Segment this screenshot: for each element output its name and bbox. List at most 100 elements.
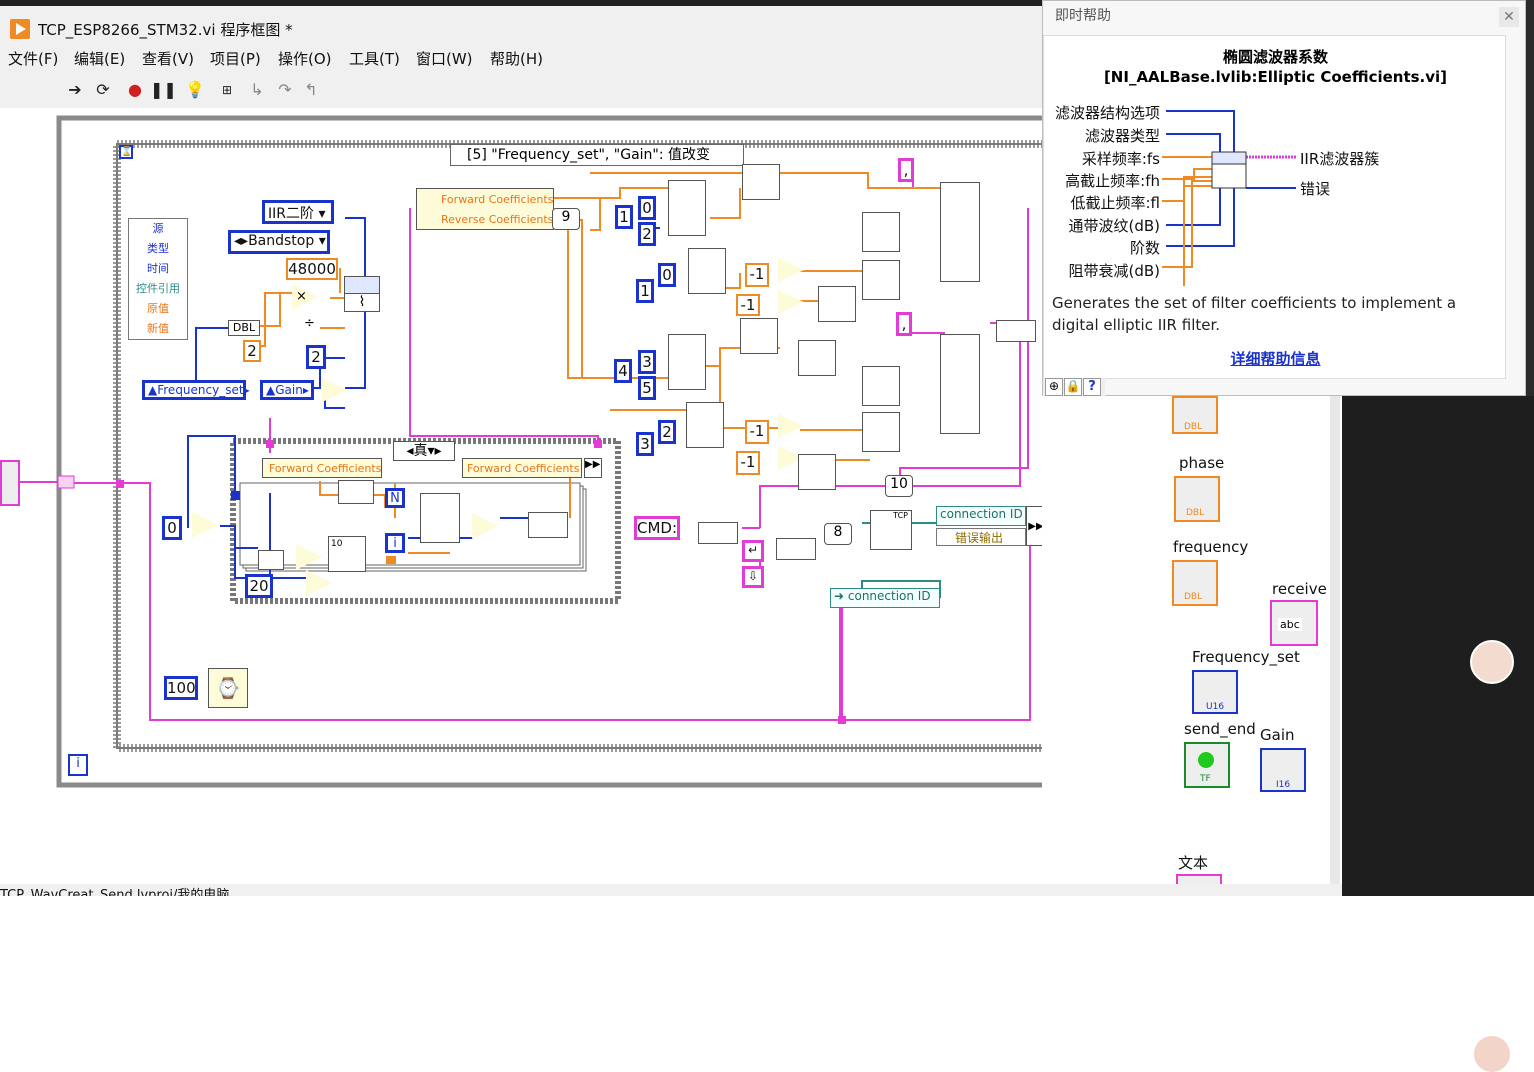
left-edge-terminal[interactable] <box>0 460 20 506</box>
abort-icon[interactable]: ● <box>128 80 142 99</box>
block-diagram[interactable]: ⌛ [5] "Frequency_set", "Gain": 值改变 源 类型 … <box>0 108 1276 896</box>
const-neg1-c[interactable]: -1 <box>745 420 769 444</box>
connection-id-unbundle[interactable]: connection ID <box>936 506 1026 526</box>
const-2-blue[interactable]: 2 <box>306 345 326 369</box>
gain-local[interactable]: ▲Gain▸ <box>260 380 314 400</box>
comma-const-1[interactable]: , <box>898 158 914 182</box>
menu-project[interactable]: 项目(P) <box>210 50 261 68</box>
const-neg1-b[interactable]: -1 <box>736 294 760 316</box>
event-case-selector[interactable]: [5] "Frequency_set", "Gain": 值改变 <box>450 144 744 166</box>
idx-const-1b[interactable]: 1 <box>636 279 654 303</box>
unbundle-forward-coeff-inner[interactable]: Forward Coefficients <box>262 458 382 478</box>
divide-node-inner[interactable] <box>306 570 332 596</box>
const-2-orange[interactable]: 2 <box>243 340 261 362</box>
idx-const-0b[interactable]: 0 <box>658 263 676 287</box>
error-out-unbundle[interactable]: 错误输出 <box>936 528 1026 546</box>
format-number-4[interactable] <box>818 286 856 322</box>
concatenate-strings-3[interactable] <box>996 320 1036 342</box>
concatenate-cmd[interactable] <box>698 522 738 544</box>
event-timeout-terminal[interactable]: ⌛ <box>119 145 133 159</box>
power-node[interactable]: 10 <box>328 536 366 572</box>
crlf-const-2[interactable]: ⇩ <box>742 566 764 588</box>
idx-const-1[interactable]: 1 <box>615 205 633 229</box>
concatenate-strings-2[interactable] <box>940 334 980 434</box>
idx-const-0[interactable]: 0 <box>638 196 656 220</box>
subtract-node[interactable] <box>296 544 322 570</box>
menu-tools[interactable]: 工具(T) <box>349 50 400 68</box>
idx-const-5[interactable]: 5 <box>638 376 656 400</box>
format-number-9[interactable] <box>798 454 836 490</box>
crlf-const-1[interactable]: ↵ <box>742 540 764 562</box>
format-number-6[interactable] <box>798 340 836 376</box>
format-number-8[interactable] <box>862 412 900 452</box>
elliptic-coefficients-vi[interactable]: ⌇ <box>344 276 380 312</box>
help-close-button[interactable]: ✕ <box>1499 7 1519 27</box>
run-continuous-icon[interactable]: ⟳ <box>96 80 110 99</box>
event-data-node[interactable]: 源 类型 时间 控件引用 原值 新值 <box>128 218 188 340</box>
cmd-const[interactable]: CMD: <box>634 516 680 540</box>
comma-const-2[interactable]: , <box>896 312 912 336</box>
format-number-7[interactable] <box>862 366 900 406</box>
dbl-terminal-top[interactable]: DBL <box>1172 396 1218 434</box>
format-number-2[interactable] <box>862 212 900 252</box>
menu-help[interactable]: 帮助(H) <box>490 50 543 68</box>
build-array-node[interactable] <box>322 378 348 402</box>
connection-id-local[interactable]: ➜ connection ID <box>830 588 940 608</box>
filter-type-enum[interactable]: ◂▸Bandstop ▾ <box>228 230 330 254</box>
frequency-set-slider-terminal[interactable]: U16 <box>1192 670 1238 714</box>
multiply-a[interactable] <box>778 258 804 282</box>
step-over-icon[interactable]: ↷ <box>278 80 292 99</box>
highlight-execution-icon[interactable]: 💡 <box>185 80 205 99</box>
to-dbl-node[interactable]: DBL <box>228 320 260 336</box>
const-0[interactable]: 0 <box>162 516 182 540</box>
pause-icon[interactable]: ❚❚ <box>150 80 177 99</box>
send-end-led-terminal[interactable]: TF <box>1184 742 1230 788</box>
index-array-3[interactable] <box>668 334 706 390</box>
step-out-icon[interactable]: ↰ <box>304 80 318 99</box>
bundle-forward-coeff[interactable]: Forward Coefficients <box>462 458 582 478</box>
format-number-1[interactable] <box>742 164 780 200</box>
help-lock-icon[interactable]: 🔒 <box>1064 378 1082 396</box>
const-neg1-d[interactable]: -1 <box>736 451 760 475</box>
wait-ms-const[interactable]: 100 <box>164 676 198 700</box>
greater-than-node[interactable] <box>192 512 218 538</box>
help-detail-link[interactable]: 详细帮助信息 <box>1230 350 1321 368</box>
const-20[interactable]: 20 <box>245 574 273 598</box>
step-into-icon[interactable]: ↳ <box>250 80 264 99</box>
negate-node[interactable] <box>258 550 284 570</box>
concatenate-strings-1[interactable] <box>940 182 980 282</box>
index-array-2[interactable] <box>688 248 726 294</box>
menu-file[interactable]: 文件(F) <box>8 50 59 68</box>
menu-operate[interactable]: 操作(O) <box>278 50 332 68</box>
right-scrollbar[interactable] <box>1330 396 1340 896</box>
const-neg1-a[interactable]: -1 <box>745 263 769 287</box>
index-array-4[interactable] <box>686 402 724 448</box>
help-question-icon[interactable]: ? <box>1083 378 1101 396</box>
multiply-node[interactable] <box>292 284 318 310</box>
receive-string-terminal[interactable]: abc <box>1270 600 1318 646</box>
idx-const-3b[interactable]: 3 <box>636 432 654 456</box>
index-array-1[interactable] <box>668 180 706 236</box>
help-simple-icon[interactable]: ⊕ <box>1045 378 1063 396</box>
avatar[interactable] <box>1474 1036 1510 1072</box>
wait-ms-node[interactable]: ⌚ <box>208 668 248 708</box>
case-selector[interactable]: ◂真▾▸ <box>393 441 455 461</box>
run-arrow-icon[interactable]: ➔ <box>68 80 82 99</box>
idx-const-2b[interactable]: 2 <box>658 420 676 444</box>
multiply-c[interactable] <box>778 414 804 438</box>
sample-rate-const[interactable]: 48000 <box>286 258 338 280</box>
multiply-node-inner[interactable] <box>472 513 498 539</box>
frequency-set-local[interactable]: ▲Frequency_set▸ <box>142 380 250 400</box>
filter-structure-enum[interactable]: IIR二阶 ▾ <box>262 200 334 224</box>
format-number-5[interactable] <box>740 318 778 354</box>
idx-const-4[interactable]: 4 <box>614 359 632 383</box>
context-help-window[interactable]: 即时帮助 ✕ 椭圆滤波器系数 [NI_AALBase.lvlib:Ellipti… <box>1042 0 1526 396</box>
retain-wire-values-icon[interactable]: ⊞ <box>221 83 233 97</box>
menu-edit[interactable]: 编辑(E) <box>74 50 126 68</box>
replace-array-node[interactable] <box>528 512 568 538</box>
idx-const-3[interactable]: 3 <box>638 350 656 374</box>
frequency-knob-terminal[interactable]: DBL <box>1172 560 1218 606</box>
assistant-avatar[interactable] <box>1470 640 1514 684</box>
index-array-node-inner[interactable] <box>420 493 460 543</box>
unbundle-coefficients[interactable]: Forward Coefficients Reverse Coefficient… <box>416 188 554 230</box>
